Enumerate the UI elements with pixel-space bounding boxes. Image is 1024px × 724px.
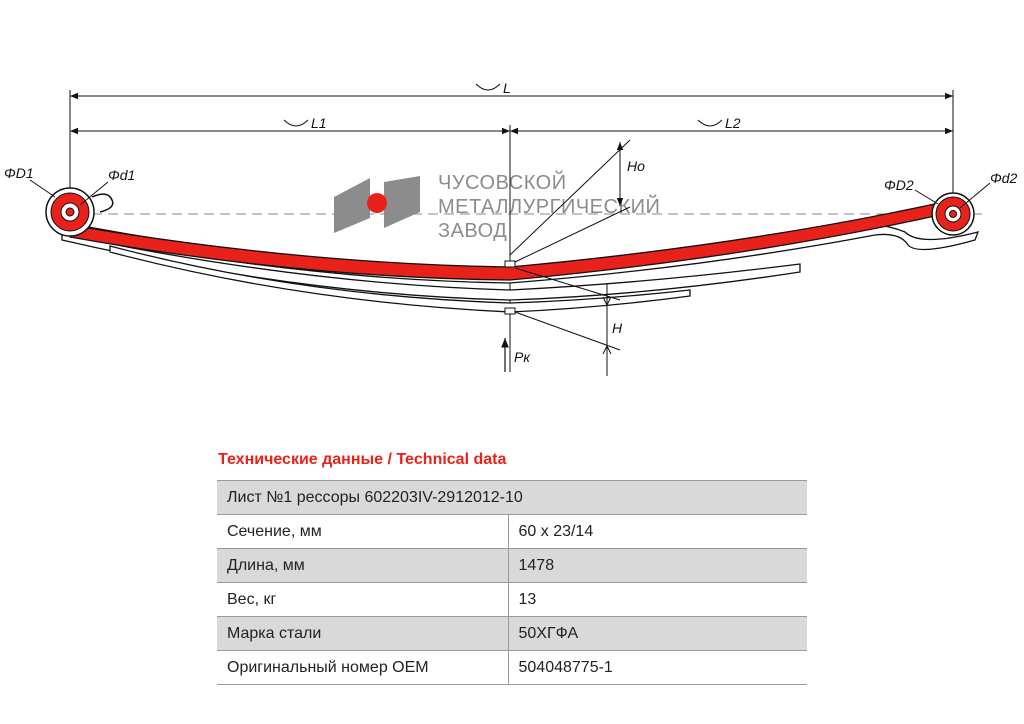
label-d2: Φd2 (990, 170, 1018, 186)
row-key: Сечение, мм (217, 514, 509, 549)
label-d1: Φd1 (108, 167, 135, 183)
label-H: H (612, 320, 623, 336)
label-L2: L2 (725, 115, 741, 131)
arc-mark-L2 (697, 119, 723, 127)
label-Ho: Ho (627, 158, 645, 174)
left-eye (45, 187, 114, 237)
row-value: 504048775-1 (508, 650, 807, 685)
row-value: 60 х 23/14 (508, 514, 807, 549)
row-value: 13 (508, 582, 807, 617)
logo-line-1: ЧУСОВСКОЙ (438, 170, 567, 194)
arrow-H-bottom (602, 344, 612, 355)
label-L: L (503, 80, 511, 96)
table-row: Марка стали 50ХГФА (217, 616, 807, 651)
leaf-3 (61, 233, 801, 301)
leader-H-top (514, 267, 621, 301)
logo-red-dot (367, 193, 387, 213)
right-eye-hole (949, 210, 957, 218)
center-bolt-top (504, 260, 516, 268)
leaf-4 (109, 245, 691, 313)
logo-emblem-right (384, 176, 420, 228)
label-Pk: Pк (514, 349, 531, 365)
label-L1: L1 (311, 115, 327, 131)
leader-Ho-top (509, 139, 631, 256)
leader-D1 (29, 179, 56, 198)
right-eye (931, 192, 975, 236)
spec-table: Лист №1 рессоры 602203IV-2912012-10 Сече… (217, 480, 807, 685)
company-logo: ЧУСОВСКОЙ МЕТАЛЛУРГИЧЕСКИЙ ЗАВОД (334, 170, 660, 242)
logo-emblem-left (334, 178, 370, 233)
leader-d1 (79, 181, 109, 206)
leader-D2 (914, 189, 939, 205)
table-row: Оригинальный номер OEM 504048775-1 (217, 650, 807, 685)
table-header-cell: Лист №1 рессоры 602203IV-2912012-10 (217, 480, 807, 515)
leaf-spring-drawing: ЧУСОВСКОЙ МЕТАЛЛУРГИЧЕСКИЙ ЗАВОД L L1 L2 (4, 80, 1018, 376)
center-bolt-bottom (504, 307, 516, 315)
row-key: Вес, кг (217, 582, 509, 617)
table-header-row: Лист №1 рессоры 602203IV-2912012-10 (217, 480, 807, 515)
label-D2: ΦD2 (884, 177, 914, 193)
arc-mark-L1 (283, 119, 309, 127)
table-title: Технические данные / Technical data (218, 451, 507, 468)
row-key: Оригинальный номер OEM (217, 650, 509, 685)
leader-Ho-bottom (514, 206, 631, 263)
left-eye-hole (65, 207, 75, 217)
row-key: Длина, мм (217, 548, 509, 583)
leader-d2 (959, 182, 991, 209)
label-D1: ΦD1 (4, 165, 34, 181)
row-value: 1478 (508, 548, 807, 583)
table-row: Длина, мм 1478 (217, 548, 807, 583)
row-key: Марка стали (217, 616, 509, 651)
arrow-H-top (602, 296, 612, 307)
table-row: Вес, кг 13 (217, 582, 807, 617)
logo-line-3: ЗАВОД (438, 220, 507, 242)
left-eye-outer-wrap (91, 193, 114, 213)
arc-mark-L (475, 83, 501, 91)
leader-H-bottom (514, 311, 621, 351)
table-row: Сечение, мм 60 х 23/14 (217, 514, 807, 549)
row-value: 50ХГФА (508, 616, 807, 651)
